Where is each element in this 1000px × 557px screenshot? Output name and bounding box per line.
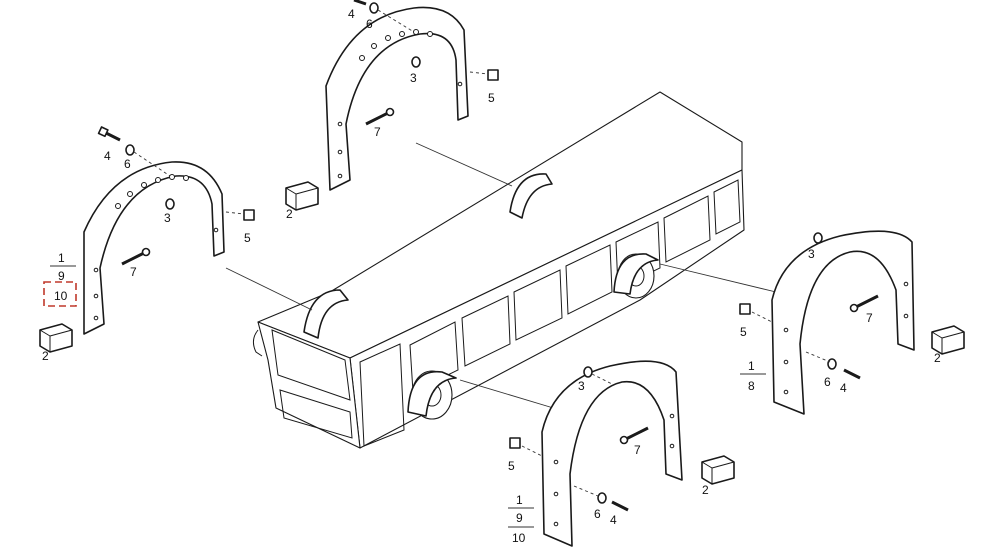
callout-nut: 3 <box>410 71 417 85</box>
assembly-ref-mid: 9 <box>516 511 523 525</box>
callout-block: 2 <box>42 349 49 363</box>
washer-icon <box>369 2 379 14</box>
arch-assembly-rear-left: 4 6 3 5 7 2 <box>285 0 499 221</box>
assembly-ref-top: 1 <box>58 251 65 265</box>
screw-icon <box>97 126 121 142</box>
clip-icon <box>487 69 499 81</box>
arch-holes <box>93 174 219 321</box>
block-icon <box>701 455 735 485</box>
arch-holes <box>337 29 463 179</box>
callout-nut: 3 <box>578 379 585 393</box>
assembly-ref-bottom: 10 <box>54 289 68 303</box>
callout-clip: 5 <box>508 459 515 473</box>
callout-bolt: 7 <box>130 265 137 279</box>
arch-assembly-rear-right: 3 7 5 6 4 1 8 2 <box>739 230 965 415</box>
wheel-arch-panel <box>325 6 469 191</box>
block-icon <box>931 325 965 355</box>
callout-washer: 6 <box>824 375 831 389</box>
callout-bolt: 7 <box>374 125 381 139</box>
clip-icon <box>739 303 751 315</box>
nut-icon <box>411 56 421 68</box>
callout-screw: 4 <box>104 149 111 163</box>
assembly-ref-top: 1 <box>516 493 523 507</box>
roof-arch-rear <box>509 173 553 219</box>
callout-nut: 3 <box>808 247 815 261</box>
wheel-arch-panel <box>771 230 915 415</box>
assembly-ref-mid: 9 <box>58 269 65 283</box>
arch-holes <box>783 281 909 395</box>
callout-bolt: 7 <box>634 443 641 457</box>
washer-icon <box>597 492 607 504</box>
arch-assembly-front-left: 4 6 3 5 7 1 9 10 2 <box>39 126 255 363</box>
front-grille <box>279 389 353 439</box>
wheel-arch-panel <box>83 161 225 335</box>
callout-clip: 5 <box>740 325 747 339</box>
callout-screw: 4 <box>610 513 617 527</box>
callout-screw: 4 <box>348 7 355 21</box>
block-icon <box>39 323 73 353</box>
assembly-ref-bottom: 8 <box>748 379 755 393</box>
front-door <box>359 343 405 447</box>
block-icon <box>285 181 319 211</box>
callout-clip: 5 <box>488 91 495 105</box>
callout-bolt: 7 <box>866 311 873 325</box>
nut-icon <box>813 232 823 244</box>
bolt-icon <box>619 426 649 445</box>
callout-block: 2 <box>934 351 941 365</box>
screw-icon <box>611 500 629 512</box>
callout-clip: 5 <box>244 231 251 245</box>
arch-assembly-front-right: 3 7 5 6 4 1 9 10 2 <box>508 360 735 547</box>
assembly-ref-top: 1 <box>748 359 755 373</box>
rear-wheel <box>613 253 659 299</box>
wheel-arch-panel <box>541 360 683 547</box>
callout-washer: 6 <box>594 507 601 521</box>
highlight-box <box>43 281 77 307</box>
washer-icon <box>125 144 135 156</box>
callout-nut: 3 <box>164 211 171 225</box>
callout-block: 2 <box>286 207 293 221</box>
clip-icon <box>509 437 521 449</box>
screw-icon <box>353 0 367 6</box>
nut-icon <box>165 198 175 210</box>
washer-icon <box>827 358 837 370</box>
roof-arch-front <box>303 289 349 339</box>
bolt-icon <box>121 247 151 266</box>
nut-icon <box>583 366 593 378</box>
front-wheel <box>407 370 457 420</box>
assembly-ref-bottom: 10 <box>512 531 526 545</box>
clip-icon <box>243 209 255 221</box>
mirror <box>252 329 263 357</box>
arch-holes <box>553 413 675 527</box>
bolt-icon <box>849 294 879 313</box>
screw-icon <box>843 368 861 380</box>
callout-washer: 6 <box>124 157 131 171</box>
callout-block: 2 <box>702 483 709 497</box>
bus-body <box>225 91 777 449</box>
callout-washer: 6 <box>366 17 373 31</box>
windscreen <box>271 329 351 401</box>
bolt-icon <box>365 107 395 126</box>
callout-screw: 4 <box>840 381 847 395</box>
